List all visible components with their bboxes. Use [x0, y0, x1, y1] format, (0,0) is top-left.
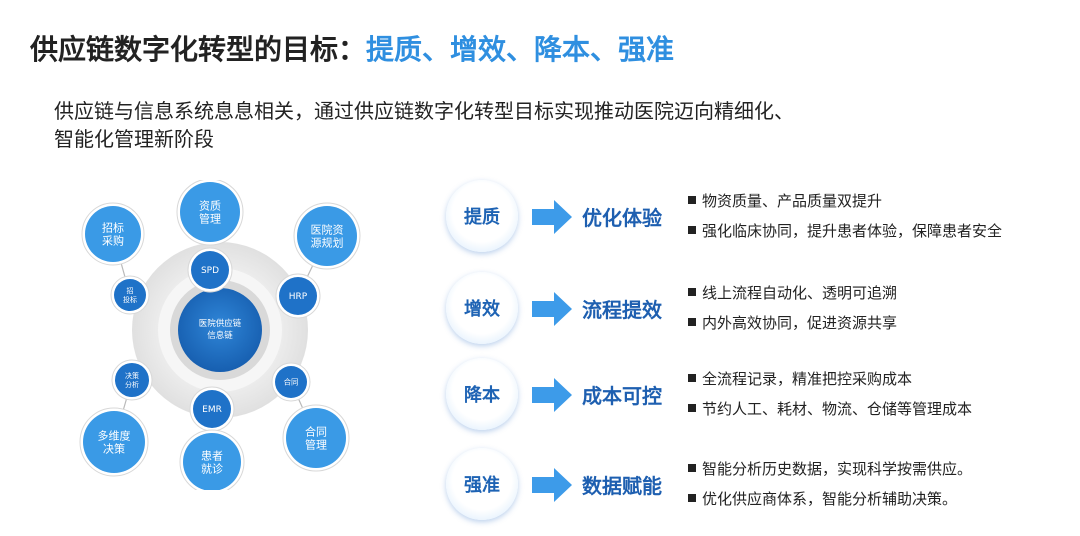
node-label: 合同 — [305, 424, 327, 438]
list-item: 优化供应商体系，智能分析辅助决策。 — [688, 484, 972, 514]
node-label: 分析 — [125, 380, 139, 389]
goal-bullets: 线上流程自动化、透明可追溯 内外高效协同，促进资源共享 — [688, 278, 897, 338]
square-bullet-icon — [688, 373, 696, 382]
inner-node: HRP — [275, 273, 321, 319]
node-label: 源规划 — [311, 235, 344, 249]
node-label: EMR — [202, 405, 222, 415]
square-bullet-icon — [688, 287, 696, 296]
node-circle — [297, 206, 357, 266]
square-bullet-icon — [688, 493, 696, 502]
square-bullet-icon — [688, 195, 696, 204]
inner-node: SPD — [187, 247, 233, 293]
node-label: 医院资 — [311, 222, 344, 236]
goal-bullets: 智能分析历史数据，实现科学按需供应。 优化供应商体系，智能分析辅助决策。 — [688, 454, 972, 514]
supply-chain-diagram: 医院供应链 信息链 SPDHRP合同EMR决策分析招投标资质管理医院资源规划合同… — [79, 180, 361, 490]
node-circle — [180, 182, 240, 242]
node-label: 投标 — [123, 295, 137, 304]
square-bullet-icon — [688, 403, 696, 412]
square-bullet-icon — [688, 463, 696, 472]
node-label: 管理 — [199, 211, 221, 225]
inner-node: EMR — [189, 386, 235, 432]
goal-row-cost: 降本 成本可控 全流程记录，精准把控采购成本 节约人工、耗材、物流、仓储等管理成… — [440, 354, 1060, 438]
goal-key-circle: 降本 — [446, 358, 518, 430]
page-subtitle: 供应链与信息系统息息相关，通过供应链数字化转型目标实现推动医院迈向精细化、 智能… — [54, 97, 954, 153]
list-item: 内外高效协同，促进资源共享 — [688, 308, 897, 338]
goal-key-circle: 强准 — [446, 448, 518, 520]
title-prefix: 供应链数字化转型的目标： — [30, 33, 367, 66]
node-label: 采购 — [102, 233, 124, 247]
goal-bullets: 物资质量、产品质量双提升 强化临床协同，提升患者体验，保障患者安全 — [688, 186, 1002, 246]
center-label-line-1: 医院供应链 — [199, 318, 242, 329]
arrow-right-icon — [532, 378, 572, 412]
list-item: 强化临床协同，提升患者体验，保障患者安全 — [688, 216, 1002, 246]
list-item: 全流程记录，精准把控采购成本 — [688, 364, 972, 394]
node-label: SPD — [201, 266, 219, 276]
goal-title: 数据赋能 — [582, 474, 662, 498]
goal-title: 流程提效 — [582, 298, 662, 322]
node-circle — [85, 206, 141, 262]
list-item: 节约人工、耗材、物流、仓储等管理成本 — [688, 394, 972, 424]
list-item: 线上流程自动化、透明可追溯 — [688, 278, 897, 308]
goal-row-quality: 提质 优化体验 物资质量、产品质量双提升 强化临床协同，提升患者体验，保障患者安… — [440, 176, 1060, 260]
goal-row-efficiency: 增效 流程提效 线上流程自动化、透明可追溯 内外高效协同，促进资源共享 — [440, 268, 1060, 352]
center-label-line-2: 信息链 — [207, 330, 233, 341]
arrow-right-icon — [532, 292, 572, 326]
node-label: 决策 — [103, 441, 125, 455]
node-label: 患者 — [201, 449, 223, 462]
title-highlight: 提质、增效、降本、强准 — [366, 33, 675, 66]
node-circle — [286, 408, 346, 468]
node-circle — [114, 279, 146, 311]
goal-row-accuracy: 强准 数据赋能 智能分析历史数据，实现科学按需供应。 优化供应商体系，智能分析辅… — [440, 444, 1060, 528]
arrow-right-icon — [532, 468, 572, 502]
node-label: 就诊 — [201, 461, 223, 475]
node-label: 招标 — [102, 220, 124, 234]
inner-node: 招投标 — [110, 275, 150, 315]
node-label: 合同 — [284, 377, 299, 387]
goal-bullets: 全流程记录，精准把控采购成本 节约人工、耗材、物流、仓储等管理成本 — [688, 364, 972, 424]
goal-key-circle: 增效 — [446, 272, 518, 344]
goal-key-circle: 提质 — [446, 180, 518, 252]
node-label: 资质 — [199, 199, 221, 212]
node-circle — [183, 433, 241, 490]
node-label: 招 — [127, 286, 134, 295]
node-label: 决策 — [125, 371, 139, 380]
inner-node: 合同 — [271, 362, 311, 402]
node-circle — [275, 366, 307, 398]
arrow-right-icon — [532, 200, 572, 234]
goal-title: 成本可控 — [582, 384, 662, 408]
list-item: 智能分析历史数据，实现科学按需供应。 — [688, 454, 972, 484]
subtitle-line-1: 供应链与信息系统息息相关，通过供应链数字化转型目标实现推动医院迈向精细化、 — [54, 99, 794, 123]
page-title: 供应链数字化转型的目标：提质、增效、降本、强准 — [30, 28, 674, 68]
node-label: HRP — [289, 292, 308, 302]
node-circle — [115, 363, 149, 397]
center-hub — [178, 288, 262, 372]
node-circle — [279, 277, 317, 315]
diagram-nodes: SPDHRP合同EMR决策分析招投标资质管理医院资源规划合同管理患者就诊多维度决… — [79, 180, 361, 490]
node-label: 多维度 — [98, 428, 131, 442]
node-label: 管理 — [305, 437, 327, 451]
goal-title: 优化体验 — [582, 206, 662, 230]
node-circle — [83, 411, 145, 473]
subtitle-line-2: 智能化管理新阶段 — [54, 127, 214, 151]
node-circle — [191, 251, 229, 289]
square-bullet-icon — [688, 225, 696, 234]
node-circle — [193, 390, 231, 428]
list-item: 物资质量、产品质量双提升 — [688, 186, 1002, 216]
square-bullet-icon — [688, 317, 696, 326]
